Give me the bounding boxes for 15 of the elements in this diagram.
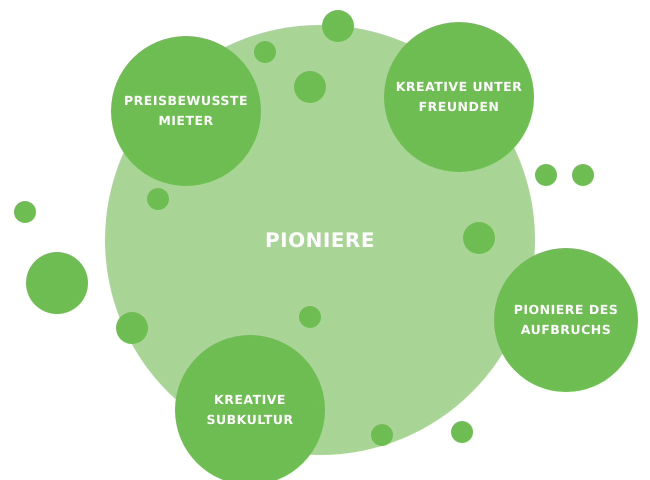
segment-label: PIONIERE: [264, 227, 375, 254]
dot: [463, 222, 495, 254]
segment-label: KREATIVE SUBKULTUR: [206, 391, 294, 429]
segment-label: KREATIVE UNTER FREUNDEN: [395, 78, 523, 116]
dot: [294, 71, 326, 103]
dot: [14, 201, 36, 223]
dot: [535, 164, 557, 186]
dot: [147, 188, 169, 210]
segment-label: PREISBEWUSSTE MIETER: [123, 92, 249, 130]
dot: [322, 10, 354, 42]
dot: [572, 164, 594, 186]
dot: [371, 424, 393, 446]
dot: [254, 41, 276, 63]
dot: [299, 306, 321, 328]
segment-label: PIONIERE DES AUFBRUCHS: [512, 301, 620, 339]
